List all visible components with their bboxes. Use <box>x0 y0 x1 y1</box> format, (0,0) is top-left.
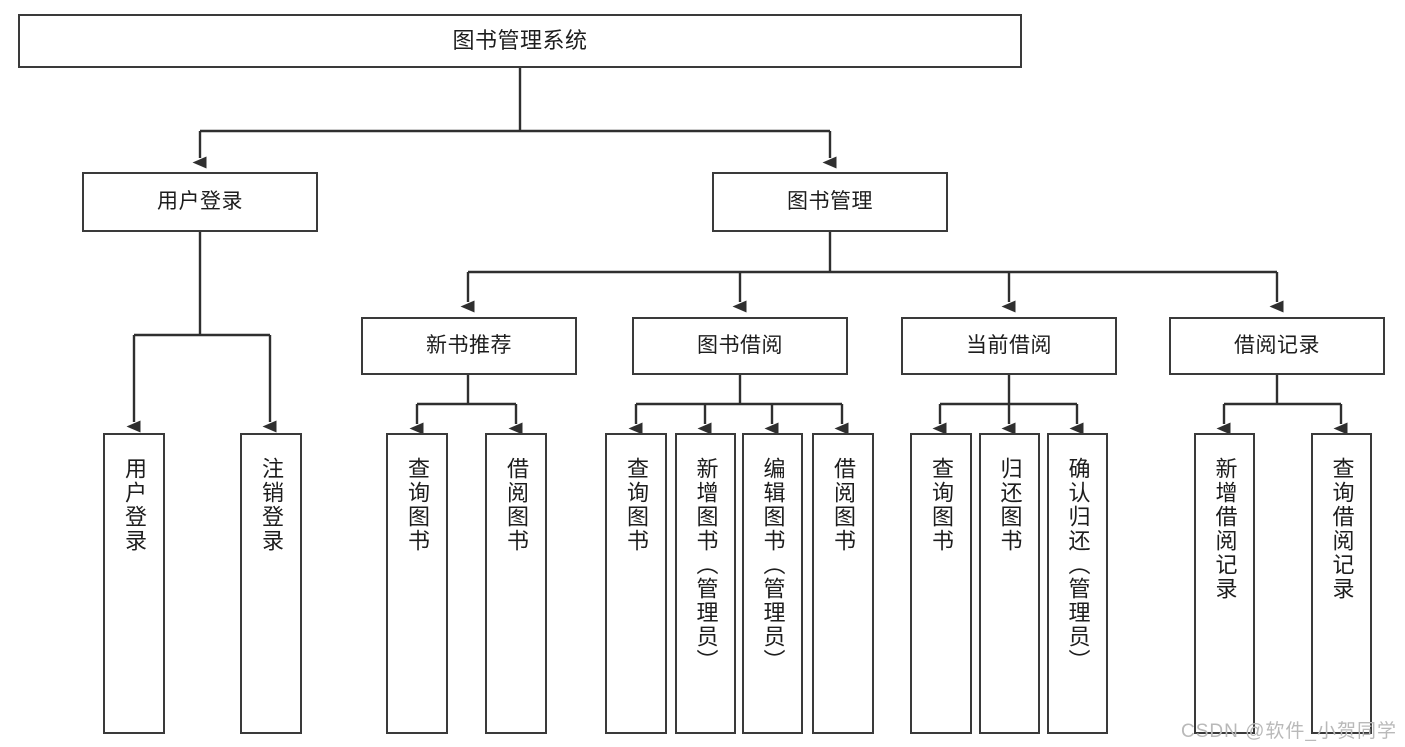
leaf-query-book-3[interactable]: 查询图书 <box>910 433 972 734</box>
leaf-borrow-book-2-label: 借阅图书 <box>830 457 856 553</box>
leaf-query-book-3-label: 查询图书 <box>928 457 954 553</box>
leaf-return-book-label: 归还图书 <box>997 457 1023 553</box>
leaf-query-record-label: 查询借阅记录 <box>1329 457 1355 601</box>
leaf-user-login[interactable]: 用户登录 <box>103 433 165 734</box>
leaf-user-login-label: 用户登录 <box>121 457 147 553</box>
leaf-edit-book[interactable]: 编辑图书（管理员） <box>742 433 803 734</box>
leaf-user-logout[interactable]: 注销登录 <box>240 433 302 734</box>
node-current-borrow-label: 当前借阅 <box>966 333 1052 357</box>
leaf-user-logout-label: 注销登录 <box>258 457 284 553</box>
leaf-borrow-book-2[interactable]: 借阅图书 <box>812 433 874 734</box>
leaf-query-book-2-label: 查询图书 <box>623 457 649 553</box>
leaf-add-record[interactable]: 新增借阅记录 <box>1194 433 1255 734</box>
node-root-label: 图书管理系统 <box>452 28 588 54</box>
node-user-login-label: 用户登录 <box>157 189 243 213</box>
leaf-confirm-return-label: 确认归还（管理员） <box>1065 457 1091 673</box>
leaf-query-record[interactable]: 查询借阅记录 <box>1311 433 1372 734</box>
leaf-return-book[interactable]: 归还图书 <box>979 433 1040 734</box>
leaf-borrow-book-1[interactable]: 借阅图书 <box>485 433 547 734</box>
node-current-borrow[interactable]: 当前借阅 <box>901 317 1117 375</box>
leaf-borrow-book-1-label: 借阅图书 <box>503 457 529 553</box>
node-user-login[interactable]: 用户登录 <box>82 172 318 232</box>
node-book-management-label: 图书管理 <box>787 189 873 213</box>
node-new-book-recommend[interactable]: 新书推荐 <box>361 317 577 375</box>
leaf-confirm-return[interactable]: 确认归还（管理员） <box>1047 433 1108 734</box>
leaf-query-book-1[interactable]: 查询图书 <box>386 433 448 734</box>
leaf-edit-book-label: 编辑图书（管理员） <box>760 457 786 673</box>
node-borrow-record[interactable]: 借阅记录 <box>1169 317 1385 375</box>
leaf-add-record-label: 新增借阅记录 <box>1212 457 1238 601</box>
leaf-query-book-1-label: 查询图书 <box>404 457 430 553</box>
node-book-borrow[interactable]: 图书借阅 <box>632 317 848 375</box>
leaf-add-book[interactable]: 新增图书（管理员） <box>675 433 736 734</box>
csdn-watermark: CSDN @软件_小贺同学 <box>1181 721 1397 742</box>
leaf-query-book-2[interactable]: 查询图书 <box>605 433 667 734</box>
node-new-book-recommend-label: 新书推荐 <box>426 333 512 357</box>
node-book-management[interactable]: 图书管理 <box>712 172 948 232</box>
node-root[interactable]: 图书管理系统 <box>18 14 1022 68</box>
leaf-add-book-label: 新增图书（管理员） <box>693 457 719 673</box>
node-borrow-record-label: 借阅记录 <box>1234 333 1320 357</box>
node-book-borrow-label: 图书借阅 <box>697 333 783 357</box>
